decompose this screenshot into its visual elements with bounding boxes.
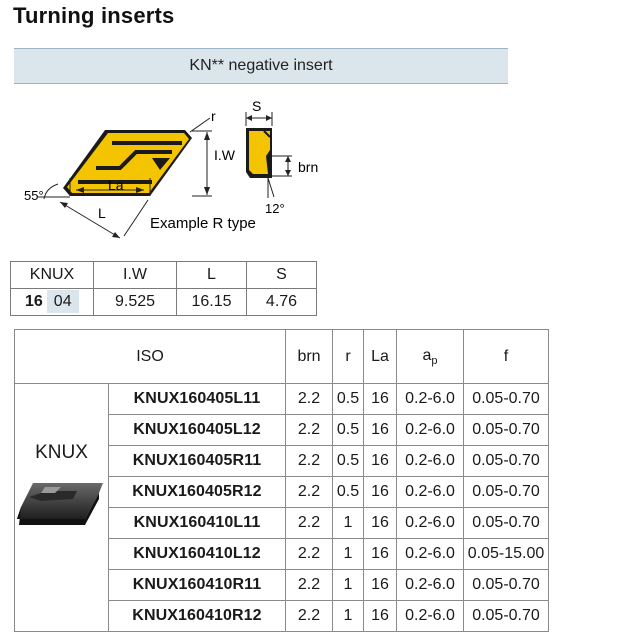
insert-spec-table: ISO brn r La ap f KNUX KNUX160405L11 [14,329,549,632]
group-label: KNUX [35,442,88,463]
la-value: 16 [363,414,397,446]
f-value: 0.05-0.70 [463,600,549,632]
insert-body [67,133,189,193]
brn-value: 2.2 [285,600,333,632]
ap-value: 0.2-6.0 [396,569,464,601]
header-la: La [363,329,397,384]
dim-header-l: L [176,261,247,289]
la-value: 16 [363,476,397,508]
insert-top-view [63,130,192,196]
table-row: KNUX160410L12 2.2 1 16 0.2-6.0 0.05-15.0… [15,538,549,570]
header-f: f [463,329,549,384]
dim-code-bold: 16 [25,293,43,310]
iso-code: KNUX160405L12 [108,414,286,446]
dim-value-s: 4.76 [246,288,317,316]
iso-code: KNUX160410R12 [108,600,286,632]
header-iso: ISO [14,329,286,384]
brn-value: 2.2 [285,383,333,415]
brn-value: 2.2 [285,569,333,601]
brn-value: 2.2 [285,476,333,508]
la-value: 16 [363,538,397,570]
section-banner: KN** negative insert [14,48,508,84]
label-angle-55: 55° [24,188,44,203]
iso-code: KNUX160405R11 [108,445,286,477]
diagram-caption: Example R type [150,215,256,232]
ap-value: 0.2-6.0 [396,600,464,632]
brn-value: 2.2 [285,507,333,539]
label-la: La [108,177,124,193]
r-value: 0.5 [332,414,364,446]
group-cell: KNUX [14,383,109,632]
table-row: KNUX160405R12 2.2 0.5 16 0.2-6.0 0.05-0.… [15,476,549,508]
label-iw: I.W [214,147,236,163]
r-value: 0.5 [332,383,364,415]
f-value: 0.05-15.00 [463,538,549,570]
f-value: 0.05-0.70 [463,414,549,446]
r-value: 0.5 [332,476,364,508]
dim-header-s: S [246,261,317,289]
f-value: 0.05-0.70 [463,383,549,415]
label-r: r [211,108,216,124]
dim-header-iw: I.W [93,261,177,289]
page-title: Turning inserts [13,3,175,28]
label-angle-12: 12° [265,201,285,216]
table-row: KNUX160410R12 2.2 1 16 0.2-6.0 0.05-0.70 [15,600,549,632]
iso-code: KNUX160405R12 [108,476,286,508]
insert-side-view [246,128,272,178]
brn-value: 2.2 [285,538,333,570]
header-ap: ap [396,329,464,384]
header-r: r [332,329,364,384]
header-brn: brn [285,329,333,384]
r-value: 1 [332,569,364,601]
header-ap-base: a [422,346,432,364]
table-row: KNUX160405R11 2.2 0.5 16 0.2-6.0 0.05-0.… [15,445,549,477]
iso-code: KNUX160405L11 [108,383,286,415]
la-value: 16 [363,383,397,415]
label-brn: brn [298,159,318,175]
r-value: 1 [332,507,364,539]
la-value: 16 [363,600,397,632]
la-value: 16 [363,507,397,539]
iso-code: KNUX160410R11 [108,569,286,601]
dim-header-knux: KNUX [10,261,94,289]
table-row: KNUX KNUX160405L11 2.2 0.5 16 0.2-6.0 0.… [14,383,549,632]
ap-value: 0.2-6.0 [396,507,464,539]
table-row: KNUX160410L11 2.2 1 16 0.2-6.0 0.05-0.70 [15,507,549,539]
r-value: 1 [332,538,364,570]
iso-code: KNUX160410L11 [108,507,286,539]
f-value: 0.05-0.70 [463,569,549,601]
f-value: 0.05-0.70 [463,445,549,477]
r-value: 0.5 [332,445,364,477]
ap-value: 0.2-6.0 [396,383,464,415]
dim-code-grey: 04 [46,290,79,313]
f-value: 0.05-0.70 [463,507,549,539]
dimensions-header-row: KNUX I.W L S [10,261,317,289]
f-value: 0.05-0.70 [463,476,549,508]
label-s: S [252,98,261,114]
insert-diagram: r I.W La 55° L Example R type S brn 12° [24,98,318,239]
table-row: KNUX160410R11 2.2 1 16 0.2-6.0 0.05-0.70 [15,569,549,601]
r-value: 1 [332,600,364,632]
dim-value-iw: 9.525 [93,288,177,316]
label-l: L [98,205,106,221]
brn-value: 2.2 [285,445,333,477]
la-value: 16 [363,569,397,601]
header-ap-sub: p [431,354,438,367]
la-value: 16 [363,445,397,477]
ap-value: 0.2-6.0 [396,445,464,477]
iso-code: KNUX160410L12 [108,538,286,570]
ap-value: 0.2-6.0 [396,538,464,570]
dim-value-l: 16.15 [176,288,247,316]
brn-value: 2.2 [285,414,333,446]
insert-photo [17,483,103,525]
table-row: KNUX160405L12 2.2 0.5 16 0.2-6.0 0.05-0.… [15,414,549,446]
ap-value: 0.2-6.0 [396,414,464,446]
ap-value: 0.2-6.0 [396,476,464,508]
spec-header-row: ISO brn r La ap f [14,329,549,384]
